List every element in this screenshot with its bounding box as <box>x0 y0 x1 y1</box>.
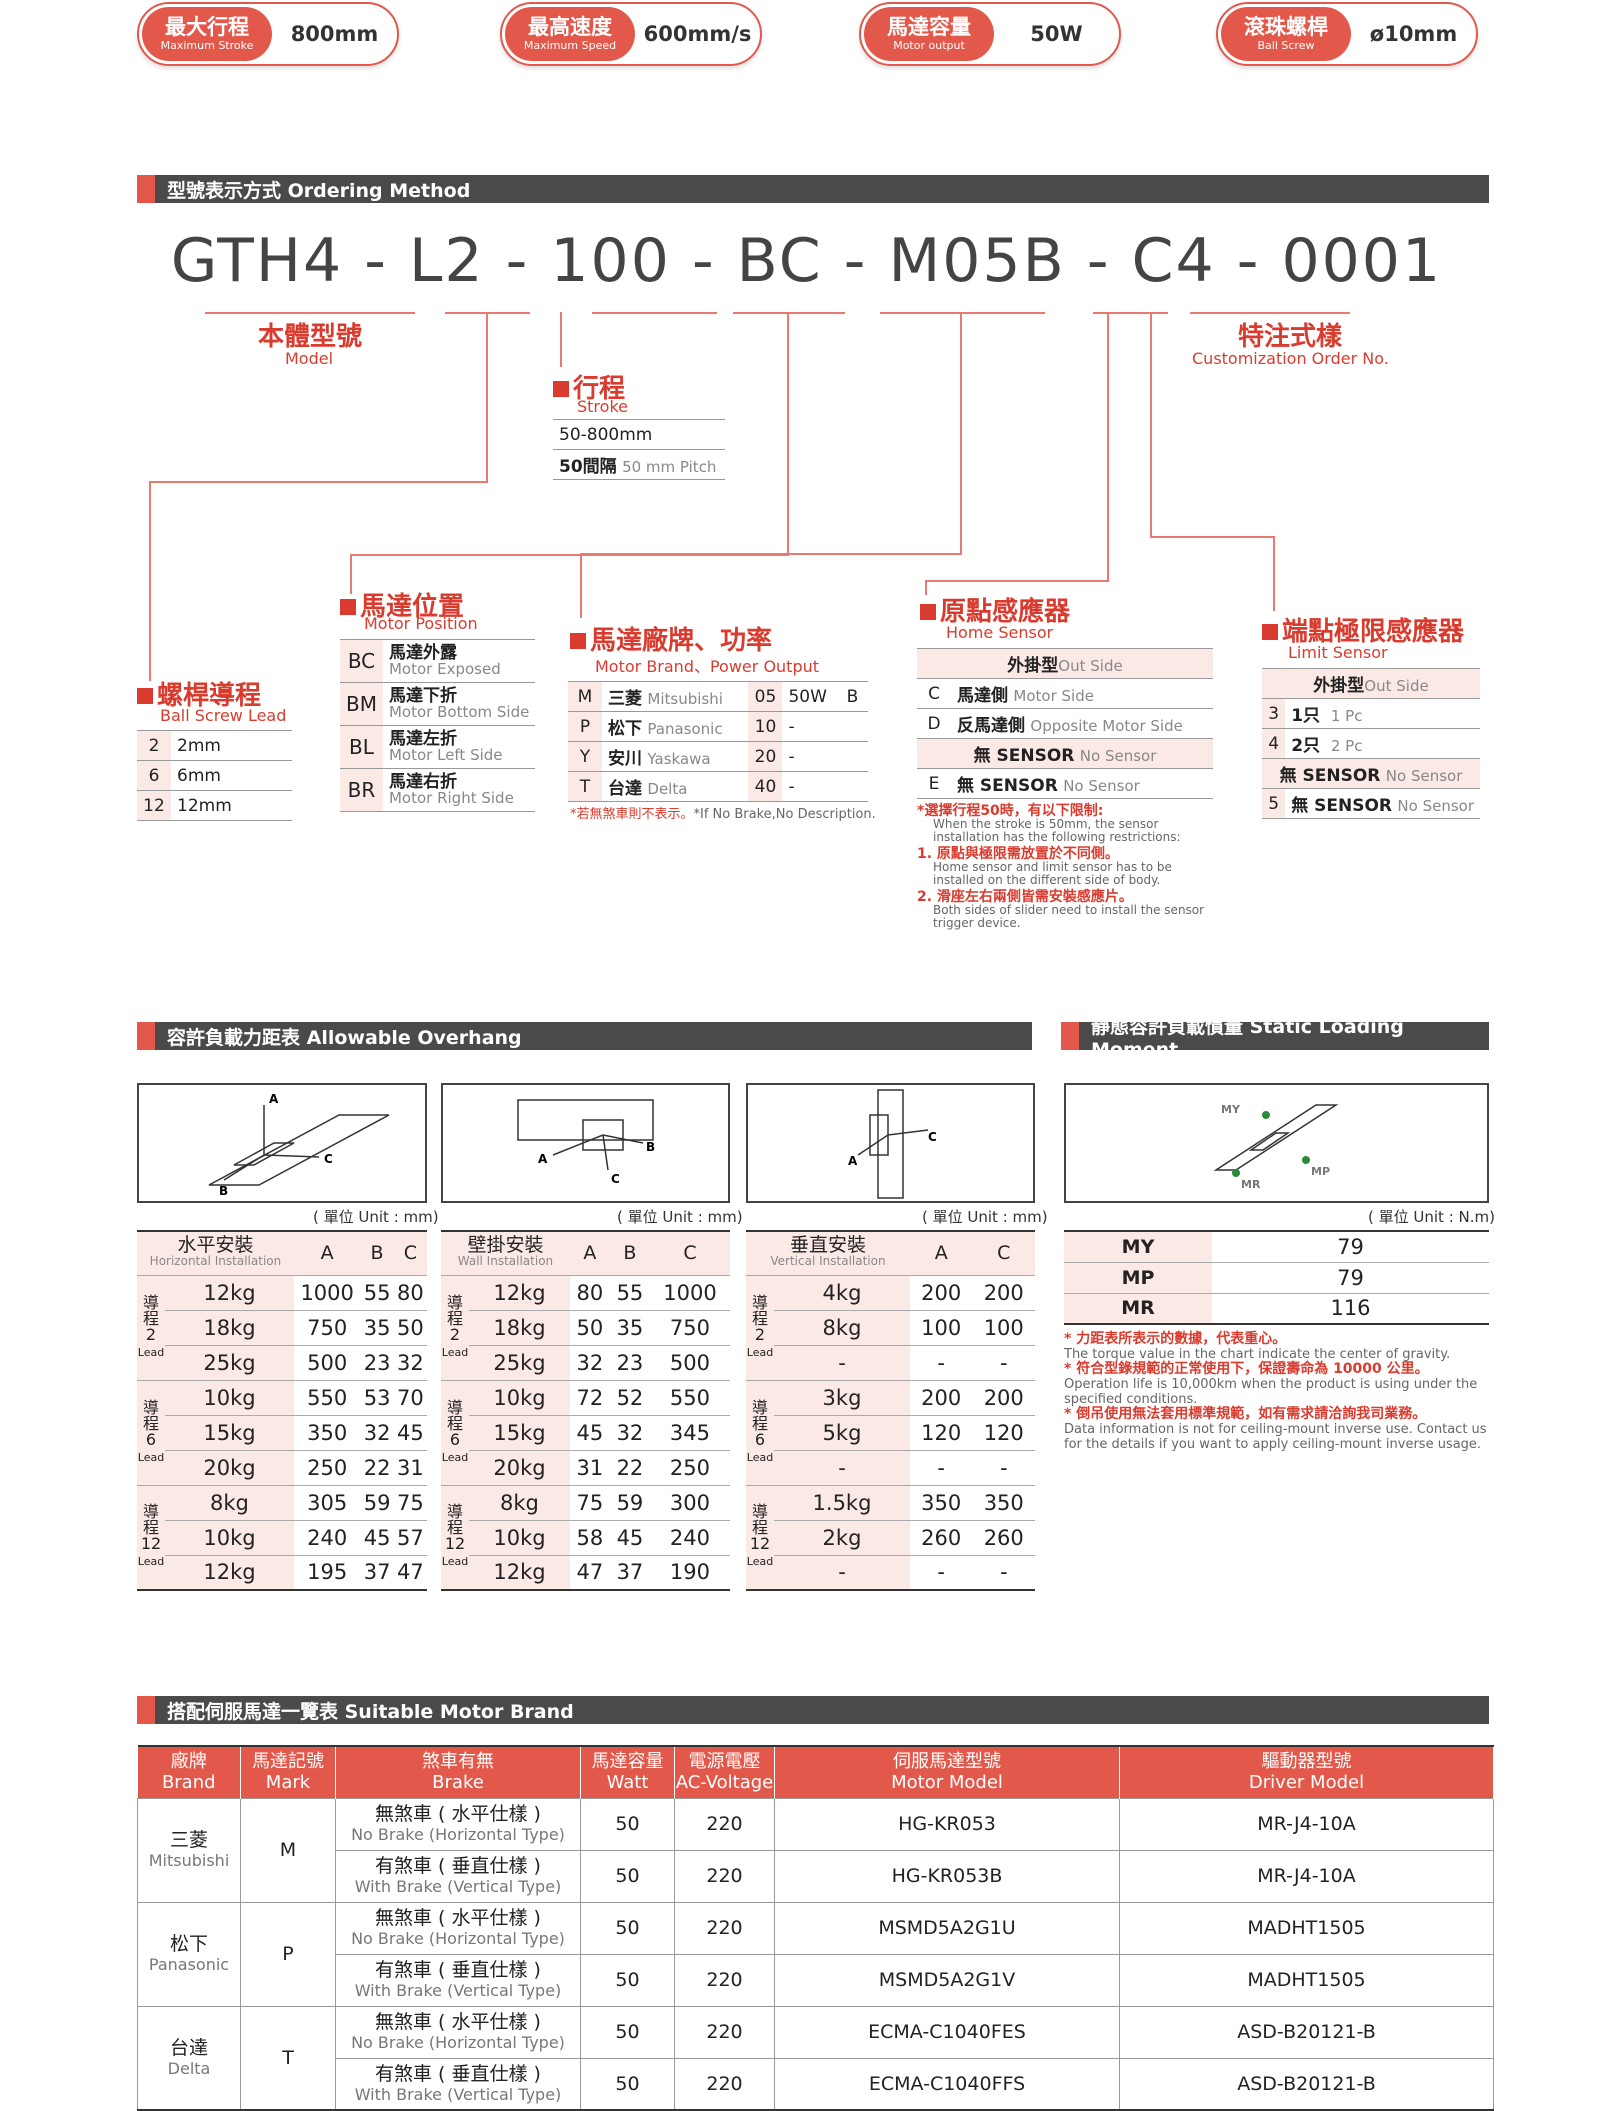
lead-title: 螺桿導程 <box>137 675 261 712</box>
section-bar-overhang: 容許負載力距表 Allowable Overhang <box>137 1022 1032 1050</box>
svg-text:A: A <box>269 1092 279 1106</box>
model-title: 本體型號 <box>258 322 363 352</box>
custom-title: 特注式樣 <box>1238 322 1343 352</box>
table-row: 有煞車 ( 垂直仕樣 )With Brake (Vertical Type)50… <box>138 1953 1494 2007</box>
model-code: GTH4 - L2 - 100 - BC - M05B - C4 - 0001 <box>170 226 1443 296</box>
moment-diagram: MY MR MP <box>1064 1083 1489 1203</box>
home-sensor-title: 原點感應器 <box>920 591 1070 628</box>
table-row: --- <box>746 1450 1035 1486</box>
svg-text:C: C <box>928 1130 937 1144</box>
wall-diagram: A B C <box>441 1083 730 1203</box>
svg-text:MY: MY <box>1221 1103 1241 1116</box>
table-row: 有煞車 ( 垂直仕樣 )With Brake (Vertical Type)50… <box>138 2057 1494 2111</box>
section-bar-ordering: 型號表示方式 Ordering Method <box>137 175 1489 203</box>
svg-text:B: B <box>646 1140 655 1154</box>
limit-sensor-title: 端點極限感應器 <box>1262 611 1464 648</box>
table-row: --- <box>746 1345 1035 1381</box>
svg-text:A: A <box>538 1152 548 1166</box>
svg-text:B: B <box>219 1184 228 1198</box>
position-title: 馬達位置 <box>340 586 464 623</box>
section-bar-moment: 靜態容許負載慣量 Static Loading Moment <box>1061 1016 1489 1061</box>
section-bar-motors: 搭配伺服馬達一覽表 Suitable Motor Brand <box>137 1696 1489 1724</box>
svg-text:C: C <box>611 1172 620 1186</box>
horizontal-diagram: A B C <box>137 1083 427 1203</box>
stroke-title: 行程 <box>553 368 625 405</box>
table-row: --- <box>746 1555 1035 1591</box>
svg-text:A: A <box>848 1154 858 1168</box>
svg-text:MP: MP <box>1311 1165 1330 1178</box>
svg-text:MR: MR <box>1241 1178 1261 1191</box>
stroke-table: 50-800mm 50間隔 50 mm Pitch <box>553 419 725 480</box>
brand-title: 馬達廠牌、功率 <box>570 620 772 657</box>
table-row: 有煞車 ( 垂直仕樣 )With Brake (Vertical Type)50… <box>138 1849 1494 1903</box>
svg-text:C: C <box>324 1152 333 1166</box>
